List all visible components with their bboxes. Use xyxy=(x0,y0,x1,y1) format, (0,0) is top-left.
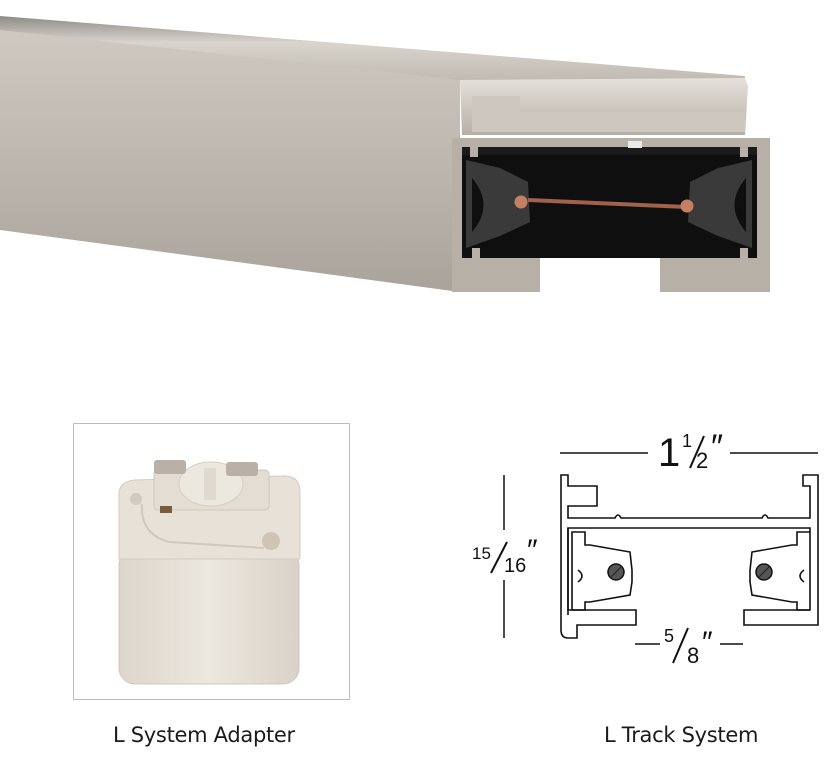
svg-text:16: 16 xyxy=(504,555,526,577)
track-system-caption: L Track System xyxy=(604,723,759,747)
svg-text:1: 1 xyxy=(682,431,692,451)
svg-text:8: 8 xyxy=(687,643,699,668)
svg-text:″: ″ xyxy=(711,428,723,466)
adapter-photo-frame xyxy=(73,423,350,700)
height-dimension-label: 15 16 ″ xyxy=(472,534,538,577)
svg-text:″: ″ xyxy=(702,626,713,659)
svg-text:2: 2 xyxy=(696,448,708,473)
svg-text:5: 5 xyxy=(664,626,674,646)
svg-text:″: ″ xyxy=(527,534,538,567)
conductor-left-icon xyxy=(607,563,625,581)
track-profile-drawing: 1 1 2 ″ 15 16 ″ 5 8 ″ xyxy=(460,420,836,670)
conductor-right-icon xyxy=(755,563,773,581)
adapter-caption: L System Adapter xyxy=(113,723,295,747)
width-dimension-label: 1 1 2 ″ xyxy=(658,428,723,475)
track-cross-section xyxy=(560,474,819,639)
svg-text:1: 1 xyxy=(658,431,680,475)
opening-dimension-label: 5 8 ″ xyxy=(664,626,713,668)
track-section-photo xyxy=(0,0,836,300)
adapter-photo xyxy=(118,460,301,685)
svg-text:15: 15 xyxy=(472,544,491,563)
